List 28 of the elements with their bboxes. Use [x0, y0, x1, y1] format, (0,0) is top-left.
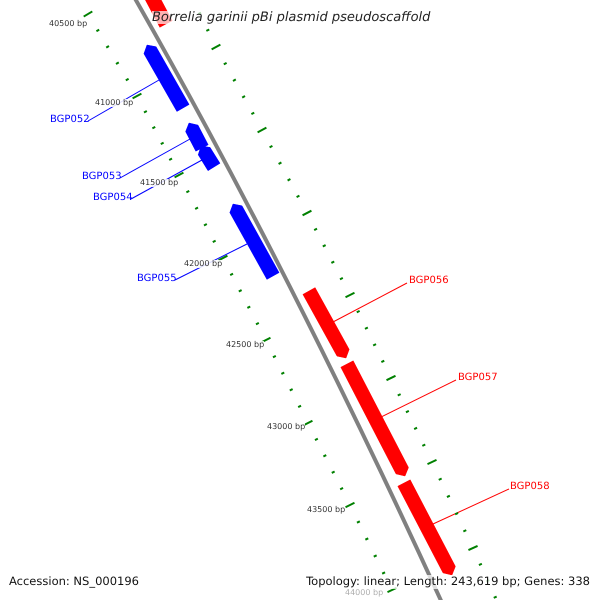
gene-feature — [185, 122, 208, 152]
scale-label: 41000 bp — [95, 99, 134, 107]
scale-label: 43500 bp — [307, 506, 346, 514]
scale-label: 41500 bp — [140, 179, 178, 187]
leader-line — [332, 282, 408, 322]
gene-label: BGP056 — [409, 276, 449, 286]
map-title: Borrelia garinii pBi plasmid pseudoscaffold — [152, 11, 430, 24]
gene-feature — [198, 146, 220, 171]
gene-feature — [144, 44, 190, 112]
gene-feature — [340, 360, 409, 476]
scale-label: 40500 bp — [49, 20, 88, 28]
gene-feature — [302, 287, 350, 358]
gene-label: BGP055 — [137, 274, 177, 284]
gene-label: BGP058 — [510, 482, 550, 492]
leader-line — [432, 488, 510, 524]
gene-label: BGP052 — [50, 115, 90, 125]
gene-feature — [398, 480, 456, 576]
leader-line — [120, 138, 190, 178]
scale-label: 44000 bp — [345, 589, 384, 597]
gene-label: BGP057 — [458, 373, 498, 383]
leader-line — [380, 380, 456, 418]
gene-feature — [230, 204, 280, 280]
accession-text: Accession: NS_000196 — [9, 575, 139, 588]
gene-label: BGP053 — [82, 172, 122, 182]
scale-label: 43000 bp — [267, 423, 306, 431]
gene-label: BGP054 — [93, 193, 133, 203]
scale-label: 42000 bp — [184, 260, 222, 268]
scale-label: 42500 bp — [226, 341, 264, 349]
